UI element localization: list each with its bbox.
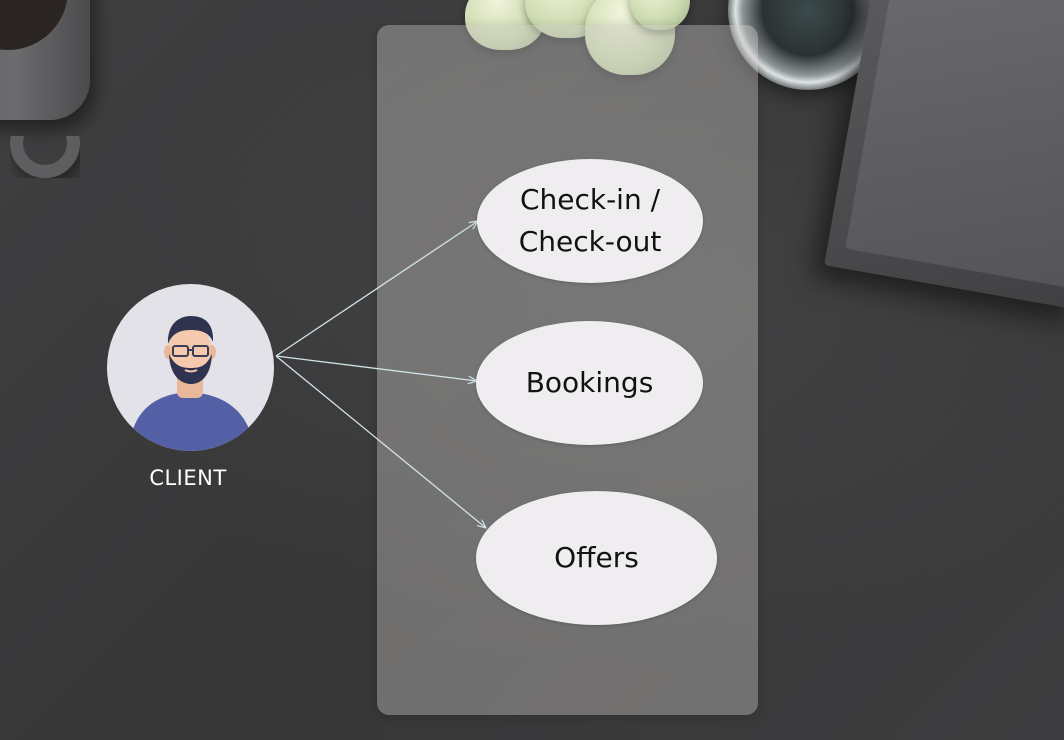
use-case-checkin-text: Check-in / Check-out bbox=[519, 179, 662, 263]
use-case-checkin-line-1: Check-in / bbox=[519, 183, 661, 216]
coffee-mug-decoration bbox=[0, 0, 90, 120]
actor-label: CLIENT bbox=[149, 466, 227, 490]
avatar-illustration bbox=[129, 316, 254, 451]
use-case-checkin[interactable]: Check-in / Check-out bbox=[477, 159, 703, 283]
use-case-bookings-label: Bookings bbox=[525, 366, 654, 399]
use-case-bookings[interactable]: Bookings bbox=[476, 321, 703, 445]
use-case-checkin-line-2: Check-out bbox=[518, 225, 662, 258]
use-case-offers[interactable]: Offers bbox=[476, 491, 717, 625]
user-avatar-icon[interactable] bbox=[107, 284, 274, 451]
use-case-offers-label: Offers bbox=[554, 541, 639, 574]
succulent-plant-decoration bbox=[465, 0, 695, 80]
coffee-surface bbox=[0, 0, 68, 50]
